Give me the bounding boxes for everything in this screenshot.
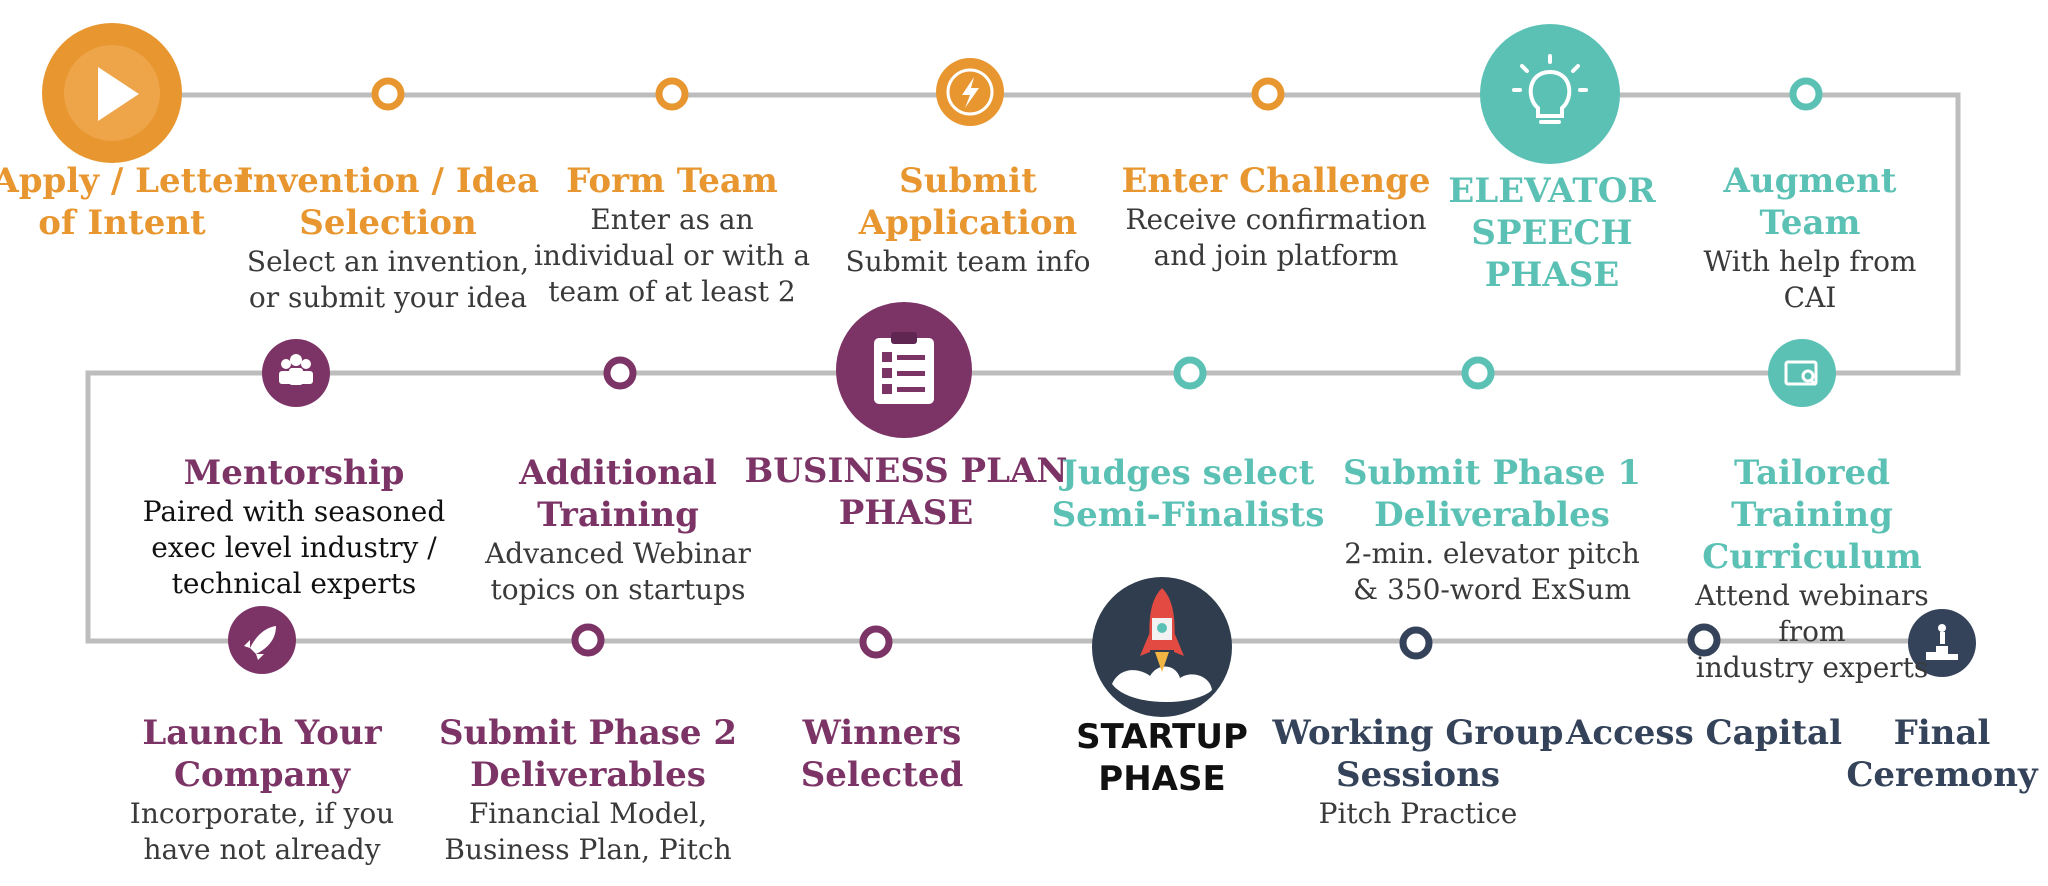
lightbulb-icon — [1512, 54, 1588, 124]
step-additional-training: Additional Training Advanced Webinar top… — [485, 452, 751, 608]
step-working-group: Working Group Sessions Pitch Practice — [1273, 712, 1564, 832]
team-icon — [279, 354, 313, 385]
lightning-icon — [962, 77, 979, 108]
step-title: Winners Selected — [800, 713, 964, 795]
step-title: Submit Phase 1 Deliverables — [1342, 453, 1642, 535]
step-title: Mentorship — [183, 453, 405, 493]
step-title: Judges select Semi-Finalists — [1051, 453, 1325, 535]
step-description: Receive confirmation and join platform — [1125, 203, 1427, 272]
node-final-ceremony — [1908, 609, 1976, 677]
step-business-plan-phase: BUSINESS PLAN PHASE — [745, 450, 1068, 534]
step-startup-phase: STARTUP PHASE — [1076, 716, 1248, 800]
node-winners-selected — [859, 625, 893, 659]
node-apply — [42, 23, 182, 163]
step-title: Working Group Sessions — [1272, 713, 1564, 795]
step-enter-challenge: Enter Challenge Receive confirmation and… — [1121, 160, 1430, 274]
step-augment-team: Augment Team With help from CAI — [1691, 160, 1929, 316]
clipboard-icon — [874, 332, 934, 404]
step-form-team: Form Team Enter as an individual or with… — [534, 160, 810, 310]
step-judges-select: Judges select Semi-Finalists — [1052, 452, 1325, 536]
step-description: Incorporate, if you have not already — [129, 797, 395, 866]
step-submit-phase1: Submit Phase 1 Deliverables 2-min. eleva… — [1343, 452, 1641, 608]
step-winners-selected: Winners Selected — [801, 712, 964, 796]
step-description: 2-min. elevator pitch & 350-word ExSum — [1344, 537, 1640, 606]
rocket-launch-icon — [1112, 588, 1212, 703]
node-tailored-training — [1768, 339, 1836, 407]
node-enter-challenge — [1251, 77, 1285, 111]
step-description: Financial Model, Business Plan, Pitch — [444, 797, 732, 866]
node-submit-phase1 — [1461, 356, 1495, 390]
timeline-connector — [85, 92, 1962, 644]
node-additional-training — [603, 356, 637, 390]
step-title: Submit Phase 2 Deliverables — [438, 713, 738, 795]
step-title: Enter Challenge — [1121, 161, 1431, 201]
node-augment-team — [1789, 77, 1823, 111]
step-title: Launch Your Company — [142, 713, 382, 795]
play-icon — [98, 67, 139, 121]
node-form-team — [655, 77, 689, 111]
step-access-capital: Access Capital — [1566, 712, 1842, 754]
step-description: Submit team info — [845, 245, 1091, 278]
node-mentorship — [262, 339, 330, 407]
monitor-search-icon — [1784, 360, 1818, 387]
node-submit-application — [936, 58, 1004, 126]
step-title: Final Ceremony — [1846, 713, 2038, 795]
rocket-icon — [244, 626, 276, 660]
step-description: With help from CAI — [1703, 245, 1917, 314]
node-launch-company — [228, 606, 296, 674]
node-judges-select — [1173, 356, 1207, 390]
step-title: STARTUP PHASE — [1076, 717, 1248, 799]
step-title: ELEVATOR SPEECH PHASE — [1448, 171, 1656, 295]
step-description: Select an invention, or submit your idea — [246, 245, 530, 314]
step-submit-phase2: Submit Phase 2 Deliverables Financial Mo… — [439, 712, 737, 868]
step-elevator-phase: ELEVATOR SPEECH PHASE — [1448, 170, 1655, 296]
node-startup-phase — [1092, 577, 1232, 717]
node-submit-phase2 — [571, 623, 605, 657]
step-title: Form Team — [566, 161, 778, 201]
node-business-plan-phase — [836, 302, 972, 438]
node-elevator-phase — [1480, 24, 1620, 164]
step-invention: Invention / Idea Selection Select an inv… — [237, 160, 539, 316]
step-mentorship: Mentorship Paired with seasoned exec lev… — [143, 452, 446, 602]
node-invention — [371, 77, 405, 111]
podium-icon — [1926, 624, 1958, 660]
step-description: Attend webinars from industry experts — [1695, 579, 1929, 684]
node-working-group — [1399, 626, 1433, 660]
step-tailored-training: Tailored Training Curriculum Attend webi… — [1694, 452, 1930, 686]
step-description: Paired with seasoned exec level industry… — [142, 495, 446, 600]
step-title: Apply / Letter of Intent — [0, 161, 252, 243]
step-title: Invention / Idea Selection — [236, 161, 540, 243]
step-launch-company: Launch Your Company Incorporate, if you … — [130, 712, 394, 868]
step-final-ceremony: Final Ceremony — [1846, 712, 2037, 796]
step-title: Tailored Training Curriculum — [1702, 453, 1922, 577]
step-title: Submit Application — [858, 161, 1078, 243]
step-title: BUSINESS PLAN PHASE — [744, 451, 1068, 533]
step-title: Augment Team — [1723, 161, 1897, 243]
step-apply: Apply / Letter of Intent — [0, 160, 252, 244]
step-description: Advanced Webinar topics on startups — [485, 537, 751, 606]
step-title: Additional Training — [519, 453, 717, 535]
node-access-capital — [1687, 623, 1721, 657]
step-description: Enter as an individual or with a team of… — [533, 203, 811, 308]
step-submit-application: Submit Application Submit team info — [846, 160, 1091, 280]
step-title: Access Capital — [1566, 713, 1842, 753]
step-description: Pitch Practice — [1318, 797, 1518, 830]
